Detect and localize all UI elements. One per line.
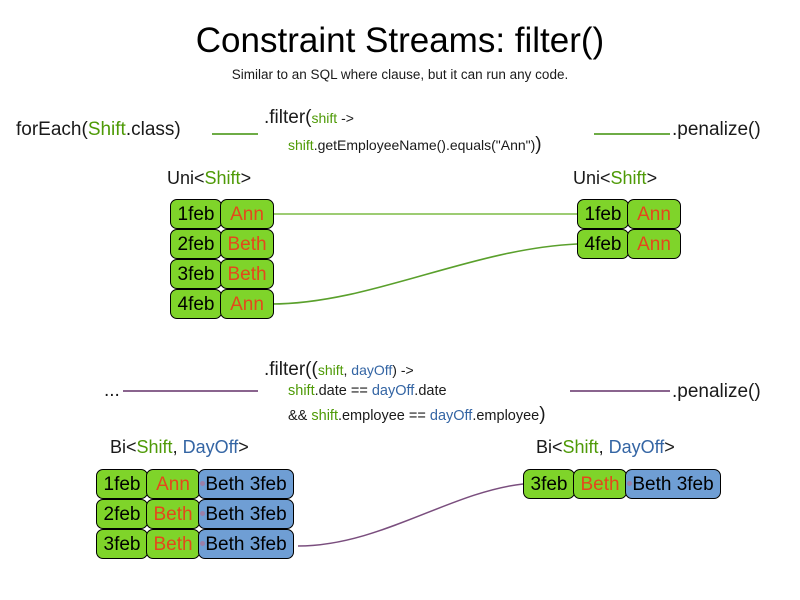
- filter2-var-dayoff: dayOff: [351, 362, 393, 378]
- ellipsis-source-label: ...: [104, 380, 120, 401]
- filter2-l2-var1: shift: [288, 383, 315, 399]
- filter2-l3-tail: .employee: [472, 408, 540, 424]
- filter2-l2-mid: .date ==: [314, 383, 372, 399]
- bi-right-sep: ,: [598, 437, 609, 457]
- shift-date: 3feb: [170, 259, 222, 289]
- wire-bi-3feb-match: [297, 483, 524, 547]
- filter1-var-shift: shift: [311, 110, 338, 126]
- bi-card-left-2[interactable]: 3feb Beth Beth 3feb: [96, 529, 294, 559]
- filter2-close-paren: ): [539, 404, 546, 425]
- bi-right-type2: DayOff: [608, 437, 665, 457]
- filter2-line3: && shift.employee == dayOff.employee): [288, 404, 546, 426]
- shift-employee: Beth: [573, 469, 627, 499]
- foreach-label: forEach(Shift.class): [16, 119, 181, 141]
- shift-employee: Ann: [627, 199, 681, 229]
- filter2-l3-mid: .employee ==: [337, 408, 430, 424]
- shift-employee: Ann: [146, 469, 200, 499]
- bi-left-type1: Shift: [136, 437, 173, 457]
- foreach-suffix: .class): [125, 119, 181, 140]
- filter1-close-paren: ): [535, 134, 542, 155]
- uni-left-pre: Uni<: [167, 168, 205, 188]
- shift-date: 3feb: [96, 529, 148, 559]
- filter1-prefix: .filter(: [264, 107, 312, 128]
- shift-employee: Ann: [627, 229, 681, 259]
- bi-left-sep: ,: [172, 437, 183, 457]
- bi-join-dot: [627, 481, 632, 486]
- bi-right-pre: Bi<: [536, 437, 563, 457]
- bi-join-dot: [200, 511, 205, 516]
- dayoff-value: Beth 3feb: [198, 469, 294, 499]
- page-subtitle: Similar to an SQL where clause, but it c…: [231, 67, 569, 82]
- shift-date: 4feb: [577, 229, 629, 259]
- filter1-line2: shift.getEmployeeName().equals("Ann")): [288, 134, 542, 156]
- shift-employee: Beth: [146, 529, 200, 559]
- filter2-sep: ,: [343, 362, 352, 378]
- shift-date: 3feb: [523, 469, 575, 499]
- bi-right-type1: Shift: [562, 437, 599, 457]
- filter2-line1: .filter((shift, dayOff) ->: [264, 359, 414, 381]
- filter2-var-shift: shift: [317, 362, 344, 378]
- uni-right-post: >: [646, 168, 658, 188]
- bi-left-post: >: [238, 437, 249, 457]
- uni-left-type: Shift: [204, 168, 241, 188]
- uni-card-left-3[interactable]: 4feb Ann: [170, 289, 274, 319]
- filter2-l2-var2: dayOff: [371, 383, 415, 399]
- shift-date: 2feb: [170, 229, 222, 259]
- penalize-label-row2: .penalize(): [672, 381, 761, 402]
- stream-label-bi-right: Bi<Shift, DayOff>: [536, 437, 675, 458]
- bi-join-dot: [200, 481, 205, 486]
- foreach-prefix: forEach(: [16, 119, 88, 140]
- filter2-arrow: ) ->: [392, 362, 414, 378]
- shift-date: 1feb: [170, 199, 222, 229]
- uni-card-right-0[interactable]: 1feb Ann: [577, 199, 681, 229]
- dayoff-value: Beth 3feb: [198, 529, 294, 559]
- uni-card-left-1[interactable]: 2feb Beth: [170, 229, 274, 259]
- shift-date: 1feb: [96, 469, 148, 499]
- bi-card-left-0[interactable]: 1feb Ann Beth 3feb: [96, 469, 294, 499]
- uni-card-left-0[interactable]: 1feb Ann: [170, 199, 274, 229]
- stream-label-uni-right: Uni<Shift>: [573, 168, 657, 189]
- shift-employee: Beth: [220, 259, 274, 289]
- filter2-prefix: .filter((: [264, 359, 318, 380]
- filter1-body-expr: .getEmployeeName().equals("Ann"): [313, 137, 536, 153]
- filter2-l3-var2: dayOff: [429, 408, 473, 424]
- stream-label-uni-left: Uni<Shift>: [167, 168, 251, 189]
- shift-employee: Ann: [220, 289, 274, 319]
- bi-join-dot: [200, 541, 205, 546]
- shift-employee: Ann: [220, 199, 274, 229]
- stream-label-bi-left: Bi<Shift, DayOff>: [110, 437, 249, 458]
- filter2-l2-tail: .date: [414, 383, 447, 399]
- shift-date: 4feb: [170, 289, 222, 319]
- shift-date: 1feb: [577, 199, 629, 229]
- penalize-label-row1: .penalize(): [672, 119, 761, 140]
- bi-left-type2: DayOff: [182, 437, 239, 457]
- shift-employee: Beth: [146, 499, 200, 529]
- filter1-line1: .filter(shift ->: [264, 107, 354, 129]
- shift-employee: Beth: [220, 229, 274, 259]
- filter2-line2: shift.date == dayOff.date: [288, 383, 447, 399]
- bi-card-left-1[interactable]: 2feb Beth Beth 3feb: [96, 499, 294, 529]
- filter2-l3-var1: shift: [311, 408, 338, 424]
- shift-date: 2feb: [96, 499, 148, 529]
- uni-card-right-1[interactable]: 4feb Ann: [577, 229, 681, 259]
- bi-left-pre: Bi<: [110, 437, 137, 457]
- foreach-type: Shift: [87, 119, 126, 140]
- uni-right-pre: Uni<: [573, 168, 611, 188]
- filter2-l3-pre: &&: [288, 408, 312, 424]
- page-title: Constraint Streams: filter(): [195, 21, 605, 60]
- uni-card-left-2[interactable]: 3feb Beth: [170, 259, 274, 289]
- uni-left-post: >: [240, 168, 252, 188]
- uni-right-type: Shift: [610, 168, 647, 188]
- filter1-body-var: shift: [288, 137, 314, 153]
- wire-shift-4feb-match: [270, 243, 578, 305]
- filter1-arrow: ->: [337, 110, 354, 126]
- bi-card-right-0[interactable]: 3feb Beth Beth 3feb: [523, 469, 721, 499]
- dayoff-value: Beth 3feb: [625, 469, 721, 499]
- dayoff-value: Beth 3feb: [198, 499, 294, 529]
- bi-right-post: >: [664, 437, 675, 457]
